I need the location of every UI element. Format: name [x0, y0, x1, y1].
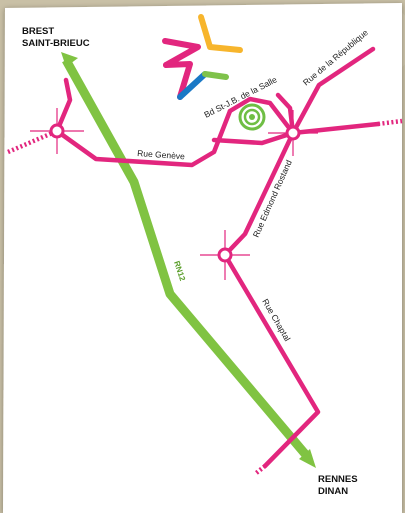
destination-south-line2: DINAN [318, 486, 348, 497]
road-chaptal [222, 252, 321, 469]
destination-south-line1: RENNES [318, 474, 358, 485]
destination-north-line1: BREST [22, 26, 54, 37]
road-rostand [222, 130, 296, 258]
national-road-rn12 [62, 57, 310, 458]
local-roads [7, 46, 403, 476]
roundabout-crosshair-icon [268, 110, 318, 156]
multicolor-star-logo [162, 14, 243, 100]
road-loop [211, 130, 296, 146]
road-boulevard [227, 96, 296, 136]
destination-north-line2: SAINT-BRIEUC [22, 38, 90, 49]
street-label-geneve: Rue Genève [137, 148, 186, 161]
road-republique [290, 46, 376, 136]
road-stub-south [253, 464, 267, 476]
road-west-spur [54, 77, 73, 134]
road-east [290, 121, 381, 136]
roundabout-crosshair-icon [200, 230, 250, 280]
location-target-icon [238, 103, 266, 131]
roundabout-crosshair-icon [30, 108, 84, 154]
arrow-head-icon [299, 449, 316, 468]
road-north [275, 92, 296, 136]
arrow-head-icon [61, 52, 78, 67]
